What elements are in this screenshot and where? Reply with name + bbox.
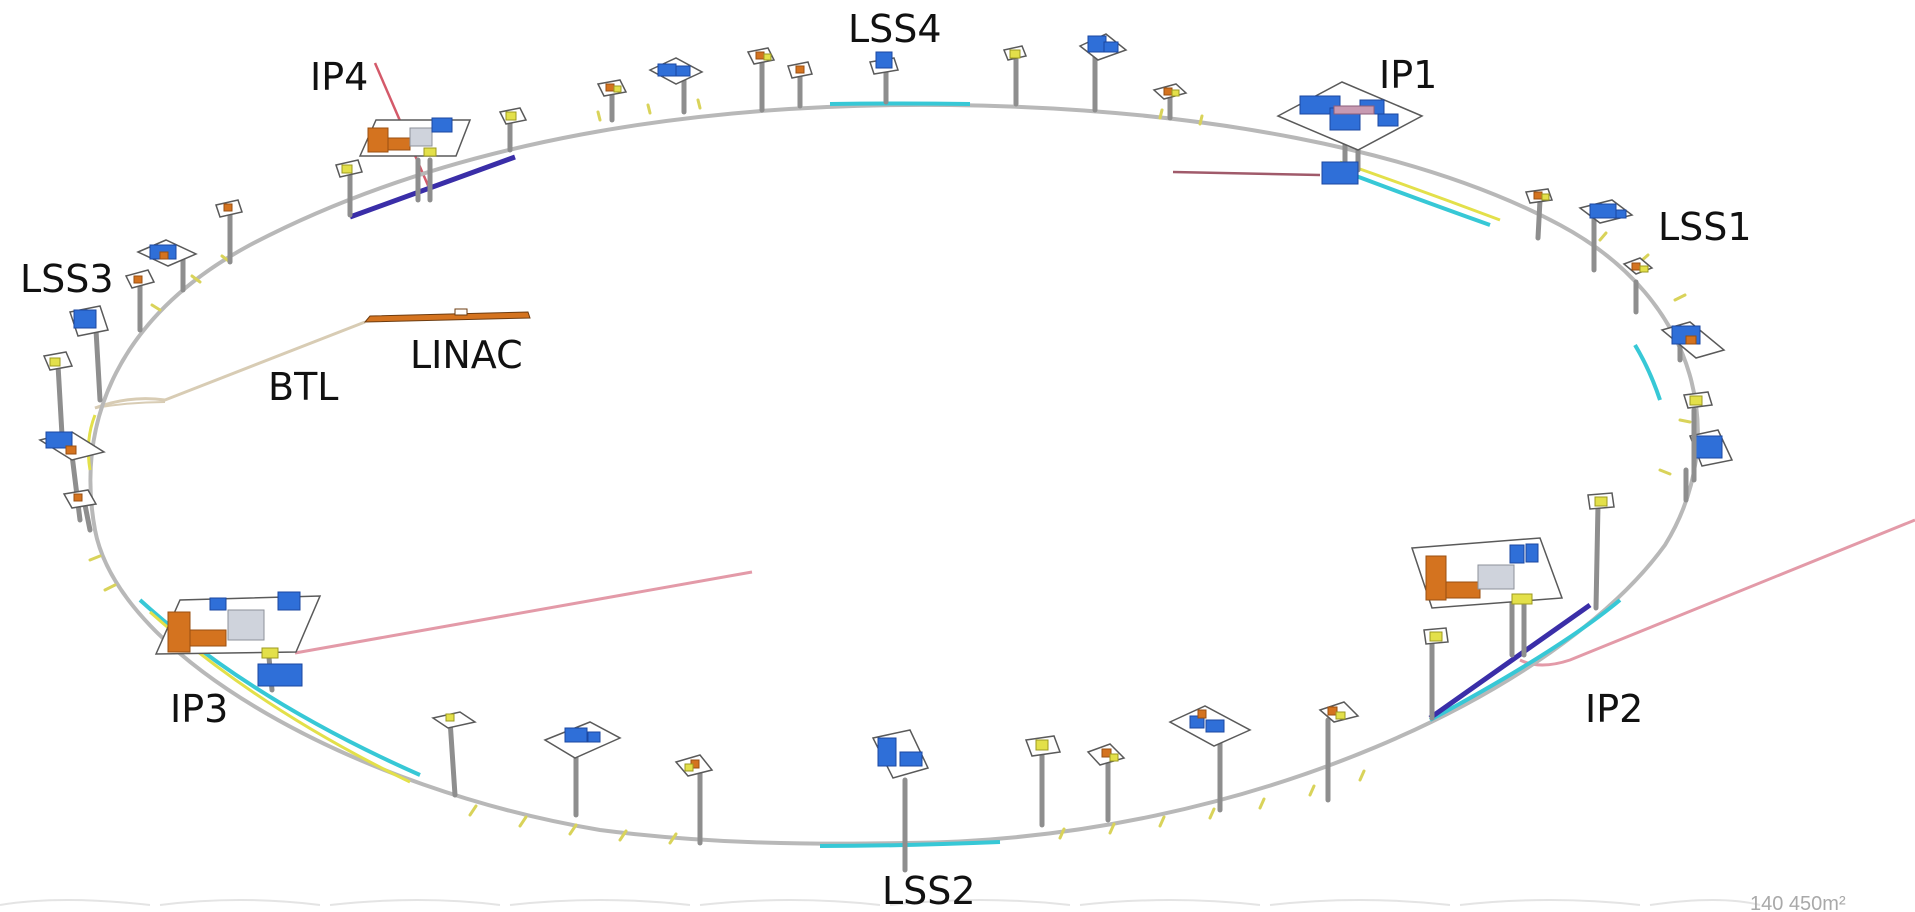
shaft-station (1683, 429, 1734, 503)
shaft-station (871, 729, 930, 873)
shaft-station (1622, 257, 1654, 315)
shaft-station (1318, 701, 1360, 803)
ip2-beam-dump (1428, 602, 1592, 721)
label-lss4: LSS4 (848, 7, 942, 51)
shaft-station (1423, 627, 1449, 721)
shaft-station (543, 721, 622, 818)
shaft-station (746, 47, 776, 113)
labels: IP1 IP2 IP3 IP4 LSS1 LSS2 LSS3 LSS4 LINA… (20, 7, 1846, 912)
shaft-station (69, 305, 109, 403)
label-lss1: LSS1 (1658, 205, 1752, 249)
shaft-station (1024, 735, 1062, 828)
area-note: 140 450m² (1750, 893, 1846, 912)
ring-ticks (88, 98, 1692, 845)
shaft-station (1168, 705, 1252, 813)
shaft-station (42, 351, 74, 438)
shaft-station (596, 79, 628, 123)
ip2-extraction-line (1519, 518, 1915, 667)
shaft-station (1086, 743, 1126, 823)
ip1-extraction-line (1172, 170, 1321, 177)
shaft-station (498, 107, 528, 153)
linac (363, 308, 531, 323)
shaft-station (787, 61, 813, 109)
shaft-station (62, 489, 98, 533)
ground-arcs (0, 899, 1761, 906)
shaft-station (124, 269, 156, 333)
shaft-station (648, 57, 704, 115)
shafts (38, 33, 1734, 873)
shaft-station (1587, 492, 1615, 611)
ip2-section (1429, 598, 1622, 722)
label-lss3: LSS3 (20, 257, 114, 301)
shaft-station (1002, 45, 1028, 107)
shaft-station (38, 431, 106, 523)
label-lss2: LSS2 (882, 869, 976, 912)
lss4-section (829, 101, 971, 106)
label-ip1: IP1 (1379, 53, 1437, 97)
shaft-station (1152, 83, 1188, 121)
shaft-station (335, 159, 363, 218)
ip1-section (1339, 168, 1491, 227)
shaft-station (1578, 199, 1634, 273)
shaft-station (136, 239, 198, 293)
label-ip4: IP4 (310, 55, 368, 99)
ip3-complex (154, 591, 322, 693)
label-ip2: IP2 (1585, 687, 1643, 731)
label-btl: BTL (268, 365, 338, 409)
ip3-extraction-line (294, 570, 753, 655)
ip1-complex (1276, 81, 1424, 185)
shaft-station (1524, 188, 1554, 241)
shaft-station (1078, 33, 1128, 113)
ip4-complex (358, 117, 472, 203)
shaft-station (869, 51, 899, 105)
label-ip3: IP3 (170, 687, 228, 731)
shaft-station (1660, 321, 1726, 363)
label-linac: LINAC (410, 333, 523, 377)
shaft-station (215, 199, 243, 265)
shaft-station (431, 711, 477, 798)
shaft-station (1683, 391, 1713, 483)
ip2-complex (1410, 537, 1564, 658)
shaft-station (674, 754, 714, 846)
